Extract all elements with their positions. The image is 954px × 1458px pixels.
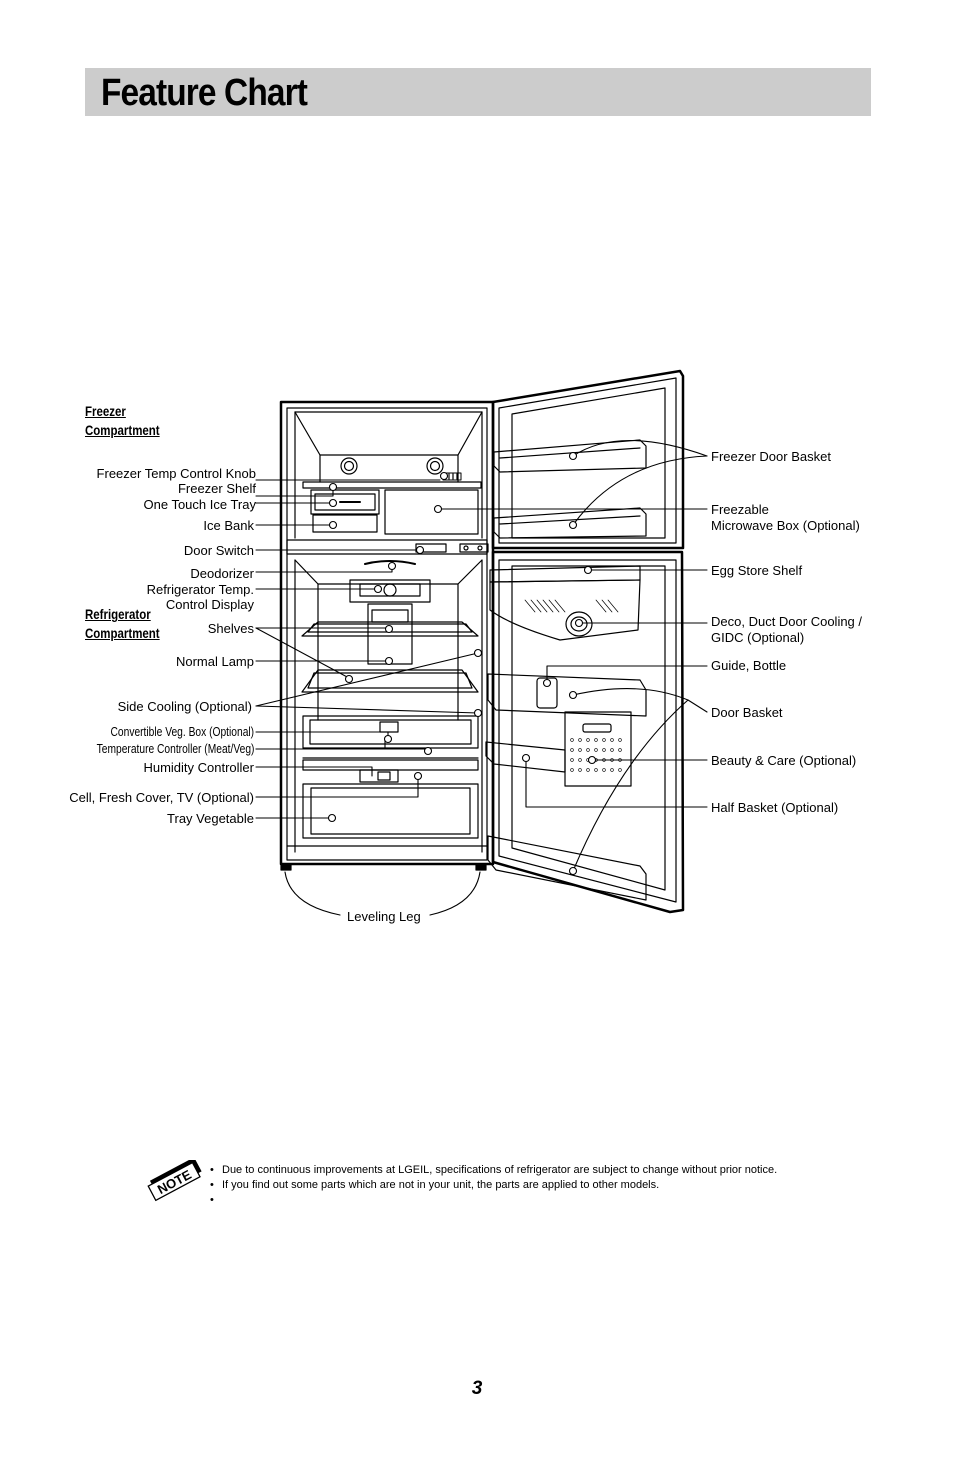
- freezer-section-label: Freezer Compartment: [85, 403, 160, 438]
- label-deodorizer: Deodorizer: [190, 566, 254, 581]
- callout-dots: [327, 451, 597, 876]
- label-humidity-controller: Humidity Controller: [143, 760, 254, 775]
- page-title: Feature Chart: [101, 72, 308, 114]
- note-list: Due to continuous improvements at LGEIL,…: [210, 1163, 777, 1208]
- refrigerator-section-label: Refrigerator Compartment: [85, 606, 160, 641]
- label-ice-bank: Ice Bank: [203, 518, 254, 533]
- note-item: [210, 1193, 777, 1208]
- label-freezable-microwave-box: Freezable Microwave Box (Optional): [711, 502, 860, 533]
- label-beauty-care: Beauty & Care (Optional): [711, 753, 857, 768]
- title-bar: Feature Chart: [85, 68, 871, 116]
- leader-lines-right: [437, 439, 708, 872]
- label-convertible-veg-box: Convertible Veg. Box (Optional): [110, 725, 254, 739]
- label-refrigerator-temp-display: Refrigerator Temp. Control Display: [146, 582, 254, 612]
- label-one-touch-ice-tray: One Touch Ice Tray: [143, 497, 257, 512]
- label-shelves: Shelves: [207, 621, 254, 636]
- freezer-door: [491, 369, 685, 550]
- refrigerator-door: [485, 550, 685, 914]
- label-half-basket: Half Basket (Optional): [711, 800, 839, 815]
- label-tray-vegetable: Tray Vegetable: [167, 811, 254, 826]
- note-item: If you find out some parts which are not…: [210, 1178, 777, 1193]
- leader-lines-left: [255, 479, 481, 916]
- label-cell-fresh-cover: Cell, Fresh Cover, TV (Optional): [69, 790, 254, 805]
- label-temperature-controller: Temperature Controller (Meat/Veg): [96, 742, 254, 756]
- label-egg-store-shelf: Egg Store Shelf: [711, 563, 803, 578]
- note-icon: NOTE: [147, 1160, 202, 1202]
- label-freezer-temp-knob: Freezer Temp Control Knob: [96, 466, 256, 481]
- label-door-basket: Door Basket: [711, 705, 783, 720]
- label-freezer-shelf: Freezer Shelf: [177, 481, 256, 496]
- page-number: 3: [471, 1378, 483, 1399]
- label-freezer-door-basket: Freezer Door Basket: [711, 449, 831, 464]
- label-normal-lamp: Normal Lamp: [175, 654, 254, 669]
- label-door-switch: Door Switch: [183, 543, 254, 558]
- label-deco-duct-door-cooling: Deco, Duct Door Cooling / GIDC (Optional…: [711, 614, 863, 645]
- note-item: Due to continuous improvements at LGEIL,…: [210, 1163, 777, 1178]
- cabinet-body: [279, 400, 495, 871]
- label-guide-bottle: Guide, Bottle: [711, 658, 787, 673]
- label-side-cooling: Side Cooling (Optional): [117, 699, 252, 714]
- label-leveling-leg: Leveling Leg: [347, 909, 421, 924]
